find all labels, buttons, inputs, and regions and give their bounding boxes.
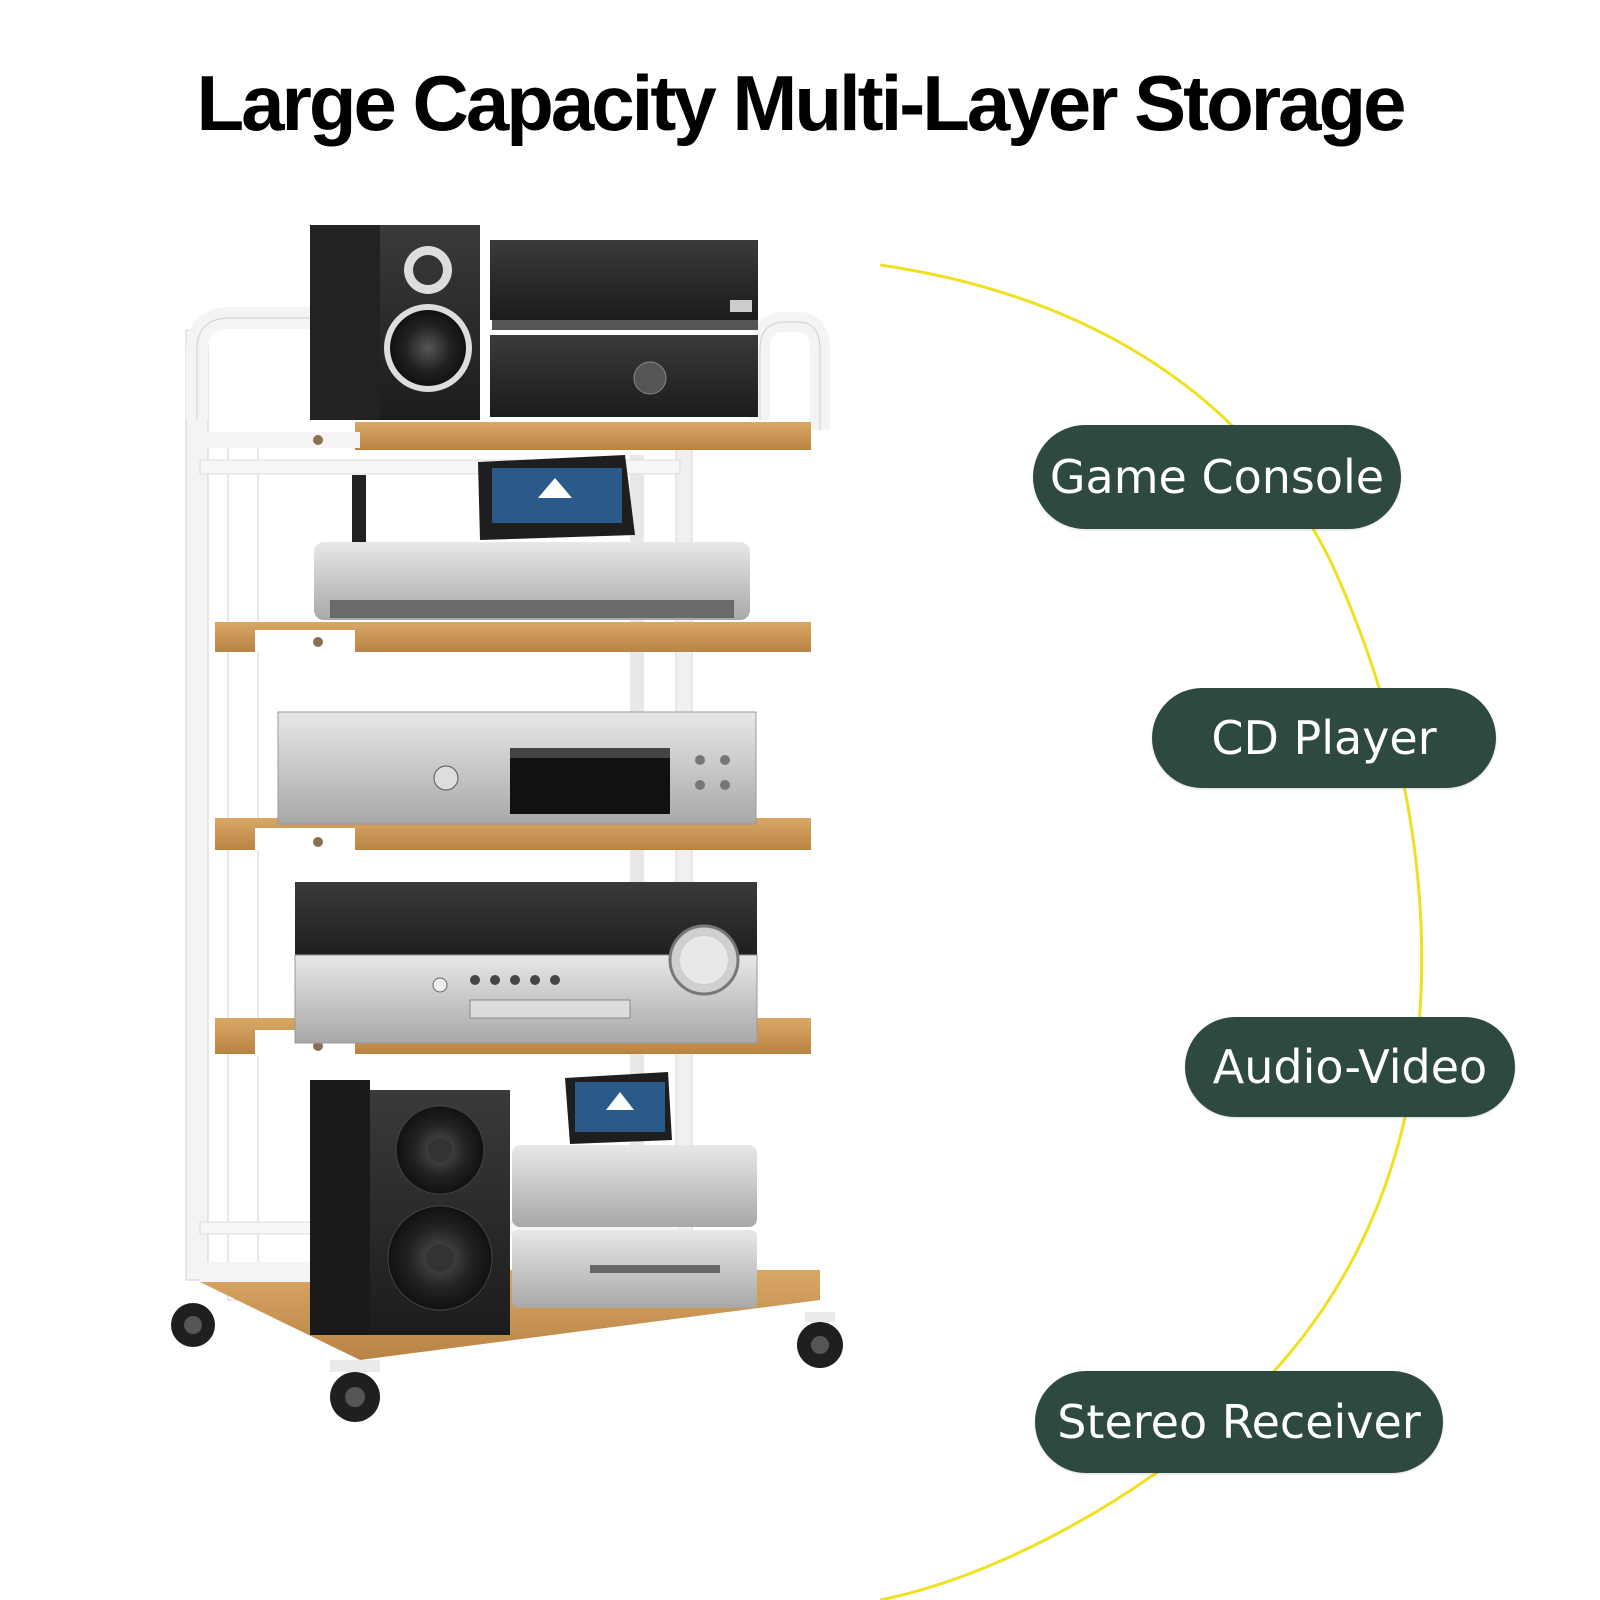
top-shelf-equipment: [310, 225, 758, 420]
caster-wheels: [171, 1303, 843, 1422]
bottom-shelf-equipment: [310, 1072, 757, 1335]
feature-pill-game-console: Game Console: [1033, 425, 1401, 529]
shelf-3-equipment: [277, 711, 757, 825]
feature-pill-cd-player: CD Player: [1152, 688, 1496, 788]
feature-label: Game Console: [1049, 450, 1385, 504]
feature-label: Audio-Video: [1212, 1040, 1488, 1094]
feature-pill-stereo-receiver: Stereo Receiver: [1035, 1371, 1443, 1473]
shelf-2-equipment: [314, 455, 750, 620]
feature-pill-audio-video: Audio-Video: [1185, 1017, 1515, 1117]
shelf-4-equipment: [294, 882, 758, 1044]
headline-title: Large Capacity Multi-Layer Storage: [196, 59, 1406, 147]
feature-label: CD Player: [1211, 711, 1437, 765]
feature-label: Stereo Receiver: [1057, 1395, 1421, 1449]
